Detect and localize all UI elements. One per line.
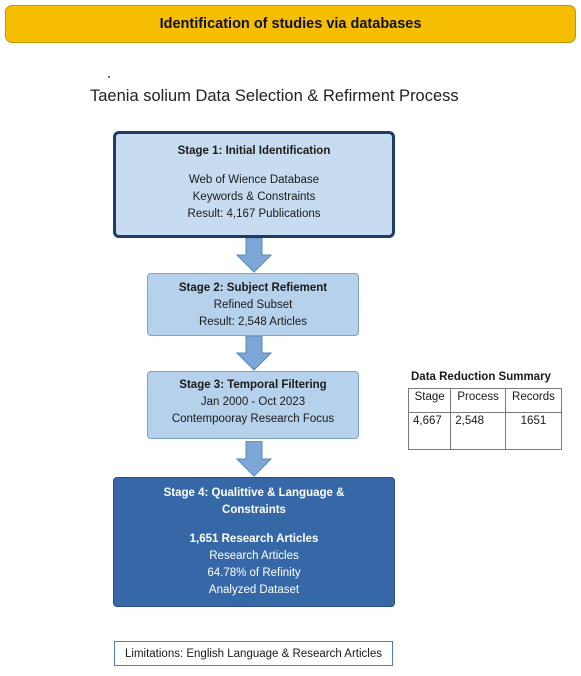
stage-2-heading: Stage 2: Subject Refiement [178, 282, 328, 294]
stage-1-line: Web of Wience Database [188, 174, 320, 186]
summary-cell: 2,548 [450, 412, 506, 450]
banner-title: Identification of studies via databases [159, 16, 422, 32]
stage-4-count: 1,651 Research Articles [189, 533, 319, 545]
stage-1-box: Stage 1: Initial Identification Web of W… [113, 131, 395, 238]
stage-2-line: Refined Subset [213, 299, 293, 311]
stage-2-line: Result: 2,548 Articles [198, 316, 308, 328]
stage-3-heading: Stage 3: Temporal Filtering [179, 379, 327, 391]
summary-row: 4,667 2,548 1651 [407, 412, 563, 450]
stage-1-heading: Stage 1: Initial Identification [177, 145, 331, 157]
stage-3-line: Jan 2000 - Oct 2023 [200, 396, 306, 408]
summary-table: Stage Process Records 4,667 2,548 1651 [407, 388, 563, 450]
stage-3-box: Stage 3: Temporal Filtering Jan 2000 - O… [147, 371, 359, 439]
stage-4-line: Analyzed Dataset [208, 584, 300, 596]
arrow-down-icon [236, 441, 272, 477]
diagram-title: Taenia solium Data Selection & Refirment… [90, 87, 459, 105]
stray-dot [108, 76, 110, 78]
stage-4-line: 64.78% of Refinity [207, 567, 301, 579]
stage-1-line: Keywords & Constraints [192, 191, 316, 203]
stage-4-heading: Stage 4: Qualittive & Language & Constra… [163, 487, 345, 516]
stage-4-line: Research Articles [209, 550, 299, 562]
limitations-box: Limitations: English Language & Research… [114, 641, 393, 666]
summary-cell: 4,667 [407, 412, 452, 450]
stage-3-line: Contempooray Research Focus [171, 413, 335, 425]
summary-header-row: Stage Process Records [407, 388, 563, 413]
stage-2-box: Stage 2: Subject Refiement Refined Subse… [147, 273, 359, 336]
limitations-text: Limitations: English Language & Research… [125, 647, 382, 660]
summary-title: Data Reduction Summary [411, 371, 551, 383]
summary-cell: 1651 [504, 412, 563, 450]
stage-1-line: Result: 4,167 Publications [187, 208, 321, 220]
arrow-down-icon [236, 336, 272, 371]
stage-4-box: Stage 4: Qualittive & Language & Constra… [113, 477, 395, 607]
summary-header-cell: Stage [407, 388, 452, 413]
summary-header-cell: Records [504, 388, 563, 413]
arrow-down-icon [236, 238, 272, 273]
summary-header-cell: Process [450, 388, 506, 413]
header-banner: Identification of studies via databases [5, 5, 576, 43]
